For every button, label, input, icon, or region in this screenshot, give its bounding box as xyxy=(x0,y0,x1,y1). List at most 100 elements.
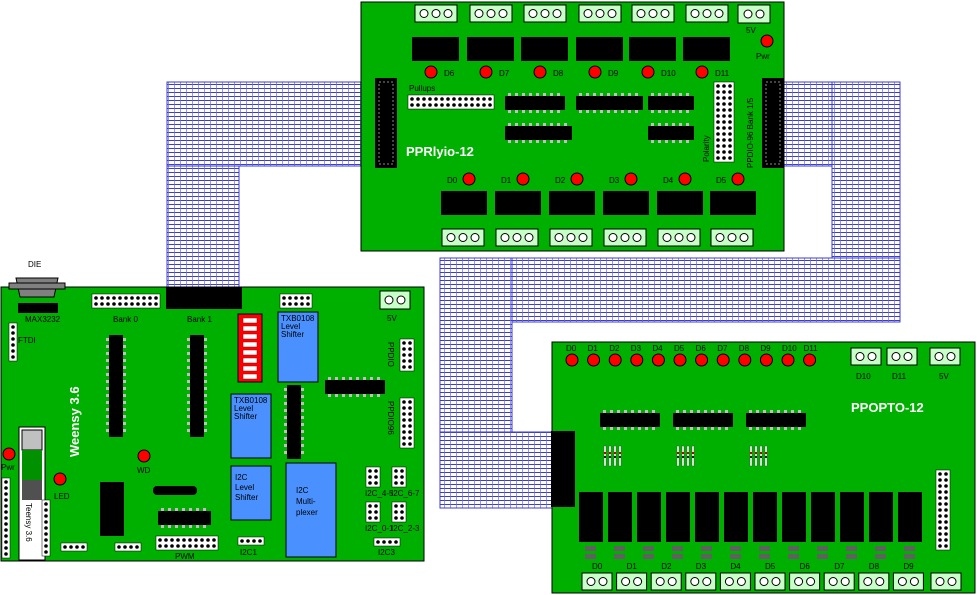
i2c-mux-text: plexer xyxy=(296,508,318,517)
pprlyio-5v-terminal[interactable] xyxy=(737,4,771,24)
ppdio-pins[interactable] xyxy=(399,338,415,372)
pullup-pins[interactable] xyxy=(407,94,495,110)
ppopto-relay-pin xyxy=(846,554,857,559)
top-terminal-block[interactable] xyxy=(523,4,567,23)
ic xyxy=(158,508,211,528)
dip-switch-cell[interactable] xyxy=(242,325,258,332)
dip-switch-cell[interactable] xyxy=(242,341,258,348)
max3232-label: MAX3232 xyxy=(25,315,61,324)
teensy-pin-col[interactable] xyxy=(1,477,11,559)
ppopto-bottom-terminal[interactable] xyxy=(719,572,751,591)
weensy-5v-terminal[interactable] xyxy=(379,290,411,310)
teensy-pin-col[interactable] xyxy=(41,499,51,557)
polarity-header[interactable] xyxy=(713,81,735,163)
i2c3-pins[interactable] xyxy=(373,537,401,547)
ppopto-bottom-terminal[interactable] xyxy=(789,572,821,591)
i2c-shifter-text: I2C xyxy=(235,473,248,482)
i2c-small-pins[interactable] xyxy=(391,501,407,523)
ppopto-bottom-terminal[interactable] xyxy=(930,572,962,591)
dip-switch-cell[interactable] xyxy=(242,357,258,364)
ppopto-bottom-terminal[interactable] xyxy=(581,572,613,591)
top-terminal-block[interactable] xyxy=(578,4,622,23)
ppopto-led xyxy=(803,353,817,367)
bottom-terminal-block[interactable] xyxy=(441,228,485,247)
ppdio-header[interactable] xyxy=(399,338,415,372)
bottom-terminal-block[interactable] xyxy=(549,228,593,247)
ppopto-bottom-terminal[interactable] xyxy=(650,572,682,591)
weensy-5v-label: 5V xyxy=(387,314,397,323)
i2c1-label: I2C1 xyxy=(240,548,257,557)
bottom-led-label: D1 xyxy=(501,176,512,185)
ppopto-relay-pin xyxy=(614,546,625,551)
small-pins[interactable] xyxy=(114,542,142,552)
ic xyxy=(505,123,572,143)
dip-switch[interactable] xyxy=(237,313,263,383)
ppopto-right-pins[interactable] xyxy=(935,469,951,551)
ppopto-led-label: D0 xyxy=(566,344,577,353)
ppopto-bottom-terminal[interactable] xyxy=(892,572,924,591)
ppopto-right-header[interactable] xyxy=(935,469,951,551)
ftdi-pins[interactable] xyxy=(8,322,18,362)
i2c-small-pins[interactable] xyxy=(365,501,381,523)
top-relay xyxy=(629,37,676,61)
pprlyio-right-connector[interactable] xyxy=(762,78,784,168)
ppopto-left-connector[interactable] xyxy=(551,431,575,507)
top-relay xyxy=(467,37,514,61)
pullup-header[interactable] xyxy=(407,94,495,110)
pwm-pins[interactable] xyxy=(155,535,219,551)
txb-mid-text: Level xyxy=(234,404,253,413)
top-terminal-block[interactable] xyxy=(631,4,675,23)
ppopto-bottom-terminal[interactable] xyxy=(685,572,717,591)
i2c1-pins[interactable] xyxy=(237,536,265,546)
ppopto-led xyxy=(673,353,687,367)
ppopto-bottom-terminal[interactable] xyxy=(858,572,890,591)
top-terminal-block[interactable] xyxy=(414,4,458,23)
bank0-pins[interactable] xyxy=(91,293,161,309)
top-terminal-block[interactable] xyxy=(469,4,513,23)
small-pins[interactable] xyxy=(279,293,313,309)
small-header[interactable] xyxy=(279,293,313,309)
ppopto-title: PPOPTO-12 xyxy=(851,400,924,415)
ftdi-header[interactable] xyxy=(8,322,18,362)
polarity-pins[interactable] xyxy=(713,81,735,163)
bank0-header[interactable] xyxy=(91,293,161,309)
polarity-label: Polarity xyxy=(702,135,711,162)
dip-switch-cell[interactable] xyxy=(242,333,258,340)
bottom-terminal-block[interactable] xyxy=(495,228,539,247)
pprlyio-left-connector[interactable] xyxy=(375,78,397,168)
ppopto-led xyxy=(608,353,622,367)
ic xyxy=(284,385,304,459)
bottom-terminal-block[interactable] xyxy=(657,228,701,247)
bottom-terminal-block[interactable] xyxy=(603,228,647,247)
ppopto-bottom-label: D4 xyxy=(730,562,741,571)
ppopto-bottom-terminal[interactable] xyxy=(823,572,855,591)
dip-switch-cell[interactable] xyxy=(242,349,258,356)
ppopto-relay-pin xyxy=(730,546,741,551)
top-led-label: D11 xyxy=(715,69,730,78)
ppopto-led xyxy=(565,353,579,367)
bank1-connector[interactable] xyxy=(166,287,242,309)
ppopto-relay-pin xyxy=(585,546,596,551)
ppdio96-pins[interactable] xyxy=(399,397,415,449)
ppdio96-header[interactable] xyxy=(399,397,415,449)
small-pins[interactable] xyxy=(60,542,88,552)
ppopto-terminal[interactable] xyxy=(929,347,961,366)
ppopto-relay-pin xyxy=(672,554,683,559)
ppopto-terminal[interactable] xyxy=(850,347,882,366)
dip-switch-cell[interactable] xyxy=(242,317,258,324)
ppopto-ics xyxy=(600,410,806,430)
ppopto-bottom-terminal[interactable] xyxy=(754,572,786,591)
dip-switch-cell[interactable] xyxy=(242,365,258,372)
i2c-small-pins[interactable] xyxy=(365,466,381,488)
i2c-small-pins[interactable] xyxy=(391,466,407,488)
bottom-terminal-block[interactable] xyxy=(710,228,754,247)
ppopto-bottom-terminal[interactable] xyxy=(616,572,648,591)
ppopto-terminal[interactable] xyxy=(886,347,918,366)
dip-switch-cell[interactable] xyxy=(242,373,258,380)
ribbon-weensy-to-pprlyio-horizontal xyxy=(166,81,380,167)
top-terminal-block[interactable] xyxy=(685,4,729,23)
bottom-relay xyxy=(441,191,487,215)
